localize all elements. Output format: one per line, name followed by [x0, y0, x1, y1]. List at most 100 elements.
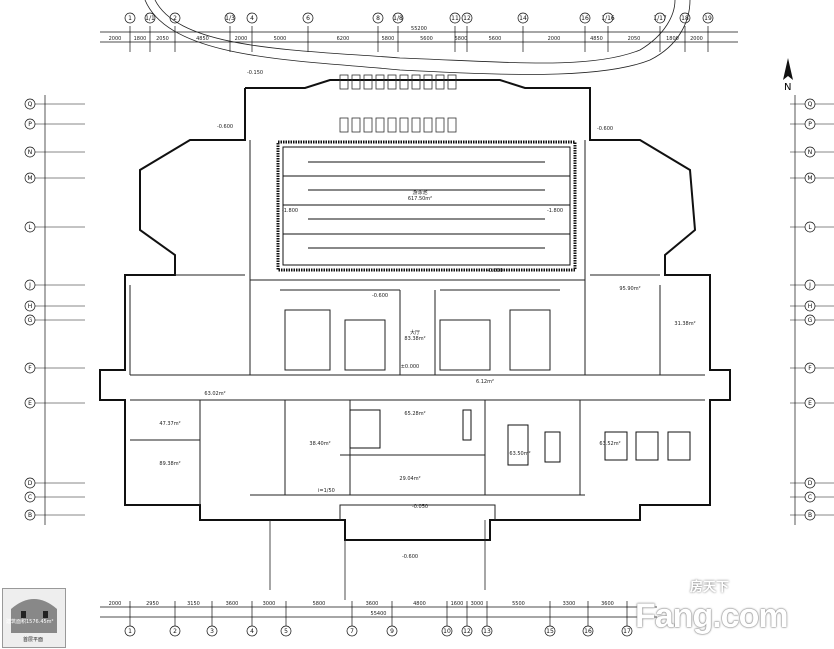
side-axis-label: B [808, 512, 812, 519]
lounger-chair [351, 74, 361, 90]
elevation-mark: -1.800 [282, 208, 298, 214]
side-axis-label: G [808, 317, 813, 324]
bottom-axis-label: 13 [483, 628, 491, 635]
side-axis-bubble [804, 477, 816, 489]
top-axis-label: 1/3 [225, 15, 235, 22]
site-curves [144, 0, 691, 600]
lounger-chair [387, 117, 397, 133]
bottom-axis-label: 3 [210, 628, 214, 635]
room-area: 95.90m² [619, 286, 640, 292]
side-axis-label: E [28, 400, 32, 407]
north-label: N [784, 82, 792, 93]
lounger-chair [363, 117, 373, 133]
side-axis-label: M [807, 175, 812, 182]
room-area: 89.38m² [159, 461, 180, 467]
side-axis-label: P [28, 121, 32, 128]
top-axis-label: 12 [463, 15, 471, 22]
side-axis-bubble [804, 300, 816, 312]
top-total-dimension: 55200 [411, 26, 427, 32]
side-axis-bubble [24, 491, 36, 503]
side-axis-label: F [28, 365, 32, 372]
side-axis-bubble [24, 300, 36, 312]
bottom-axis-label: 7 [350, 628, 354, 635]
elevation-mark: -0.600 [402, 554, 418, 560]
top-axis-bubble [679, 12, 691, 24]
bottom-axis-bubble [386, 625, 398, 637]
interior-walls [129, 140, 705, 520]
side-axis-bubble [24, 279, 36, 291]
room-area: 31.38m² [674, 321, 695, 327]
bottom-total-dimension: 55400 [371, 611, 387, 617]
lounger-chair [375, 117, 385, 133]
side-axis-bubble [804, 118, 816, 130]
side-axis-label: E [808, 400, 812, 407]
top-axis-bubble [224, 12, 236, 24]
bottom-dimension: 3600 [226, 601, 239, 607]
top-dimension: 5600 [489, 36, 502, 42]
side-axis-label: C [808, 494, 812, 501]
elevation-mark: ±0.000 [401, 364, 420, 370]
top-axis-label: 19 [704, 15, 712, 22]
bottom-axis-label: 16 [584, 628, 592, 635]
side-axis-label: P [808, 121, 812, 128]
side-axis-label: Q [808, 101, 813, 108]
side-axis-label: F [808, 365, 812, 372]
side-axis-bubble [24, 172, 36, 184]
side-axis-bubble [24, 221, 36, 233]
side-axis-label: L [808, 224, 812, 231]
bottom-dimension: 3150 [187, 601, 200, 607]
room-area: 63.50m² [509, 451, 530, 457]
bottom-axis-bubble [544, 625, 556, 637]
top-axis-label: 14 [519, 15, 527, 22]
bottom-dimension: 3000 [263, 601, 276, 607]
key-plan: 建筑面积1576.45m² 首层平面 [2, 588, 66, 648]
room-area: 6.12m² [476, 379, 494, 385]
top-dimension: 2000 [548, 36, 561, 42]
top-axis-label: 18 [681, 15, 689, 22]
side-axis-bubble [804, 98, 816, 110]
lounger-chair [423, 117, 433, 133]
top-axis-label: 4 [250, 15, 254, 22]
top-axis-label: 1 [128, 15, 132, 22]
side-axis-label: H [808, 303, 813, 310]
top-dimension: 5600 [420, 36, 433, 42]
top-axis-bubble [461, 12, 473, 24]
room-area: 83.38m² [404, 336, 425, 342]
lounger-chair [447, 74, 457, 90]
bottom-axis-label: 4 [250, 628, 254, 635]
top-dimension: 5800 [455, 36, 468, 42]
room-area: 65.28m² [404, 411, 425, 417]
side-axis-bubble [24, 397, 36, 409]
room-name: 大厅 [410, 329, 420, 336]
bottom-axis-label: 2 [173, 628, 177, 635]
side-axis-label: J [808, 282, 811, 289]
side-axis-bubble [804, 279, 816, 291]
side-axis-label: D [28, 480, 33, 487]
room-area: 38.40m² [309, 441, 330, 447]
side-axis-bubble [804, 397, 816, 409]
game-tables [349, 409, 691, 466]
side-axis-bubble [24, 477, 36, 489]
top-dimension: 5800 [382, 36, 395, 42]
bottom-dimension: 5800 [313, 601, 326, 607]
side-axis-label: G [28, 317, 33, 324]
top-axis-bubble [372, 12, 384, 24]
bottom-dimension: 3600 [601, 601, 614, 607]
top-axis-label: 1/8 [393, 15, 403, 22]
elevation-mark: -0.600 [372, 293, 388, 299]
top-axis-bubble [144, 12, 156, 24]
bottom-axis-bubble [346, 625, 358, 637]
lounger-chair [411, 74, 421, 90]
watermark-logo: Fang.com [635, 597, 789, 635]
elevation-mark: -0.600 [487, 268, 503, 274]
bottom-dimension: 2000 [109, 601, 122, 607]
room-area: 617.50m² [408, 196, 432, 202]
side-axis-bubble [804, 314, 816, 326]
side-axis-bubble [24, 314, 36, 326]
lounger-chair [387, 74, 397, 90]
bottom-dimension: 3600 [366, 601, 379, 607]
top-axis-bubble [702, 12, 714, 24]
elevation-mark: -0.600 [217, 124, 233, 130]
